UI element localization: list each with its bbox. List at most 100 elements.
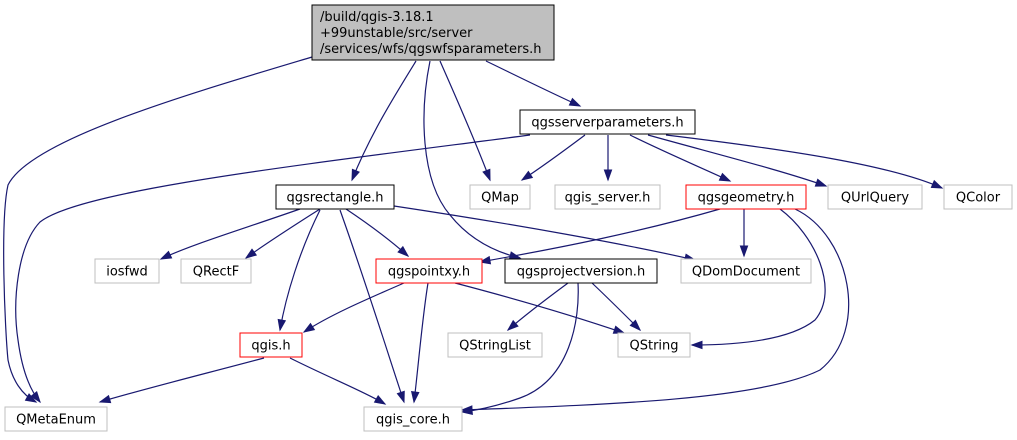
node-label: qgsrectangle.h [286,191,383,206]
edge-root-to-qmetaenum [3,56,313,403]
node-qmetaenum[interactable]: QMetaEnum [4,406,108,432]
node-label: qgsgeometry.h [698,191,795,206]
node-label: qgis.h [251,339,290,354]
nodes-layer: /build/qgis-3.18.1+99unstable/src/server… [4,4,1013,432]
edge-root-to-qgsserverparameters [485,60,581,107]
edge-qgsgeometry-to-qstring [691,208,826,346]
node-box [943,184,1013,210]
edge-root-to-qgsrectangle [351,60,417,181]
node-qgsserverparameters[interactable]: qgsserverparameters.h [519,109,696,135]
node-label: QColor [956,191,1001,206]
node-box [94,258,160,284]
node-box [239,332,303,358]
edge-qgspointxy-to-qgis_core-arrowhead [410,391,420,404]
edge-qgsgeometry-to-qstring-arrowhead [690,340,703,350]
edge-root-to-qgsserverparameters-arrowhead [568,97,582,107]
edge-qgsserverparameters-to-qmetaenum [15,134,531,403]
node-label: QMap [481,191,519,206]
edge-qgsrectangle-to-qdomdocument [393,205,696,261]
node-label: qgspointxy.h [388,265,470,280]
node-label: iosfwd [106,265,148,280]
node-qdomdocument[interactable]: QDomDocument [680,258,812,284]
node-box [363,406,463,432]
edge-qgsrectangle-to-qrectf-arrowhead [244,248,258,259]
edge-qgsrectangle-to-qgis [279,209,321,331]
edge-qgspointxy-to-qgis-arrowhead [302,322,316,333]
node-label: qgis_core.h [376,413,450,428]
edge-qgsprojectversion-to-qgis_core [461,282,579,413]
node-label: qgsserverparameters.h [531,116,683,131]
node-label: qgis_server.h [565,191,651,206]
edge-qgsserverparameters-to-qurlquery-arrowhead [814,178,828,187]
edge-qgsrectangle-to-iosfwd-arrowhead [159,250,173,260]
node-qstringlist[interactable]: QStringList [447,332,543,358]
edge-qgsserverparameters-to-qcolor [665,134,943,189]
node-box [554,184,661,210]
node-box [504,258,658,284]
edge-qgsserverparameters-to-qurlquery [647,134,827,187]
node-qgsgeometry[interactable]: qgsgeometry.h [685,184,807,210]
node-box [180,258,252,284]
node-root[interactable]: /build/qgis-3.18.1+99unstable/src/server… [311,4,555,61]
node-qgis[interactable]: qgis.h [239,332,303,358]
edge-qgspointxy-to-qstring-arrowhead [612,325,626,334]
edge-qgsserverparameters-to-qgsgeometry [629,134,731,182]
edge-qgsgeometry-to-qgspointxy [479,208,721,263]
node-qrectf[interactable]: QRectF [180,258,252,284]
edge-qgspointxy-to-qgis [303,282,405,333]
node-label: QMetaEnum [16,413,96,428]
node-box [311,4,555,61]
edge-qgsserverparameters-to-qcolor-arrowhead [930,179,944,189]
edges-layer [3,56,944,416]
edge-qgsprojectversion-to-qstring-arrowhead [629,319,642,332]
edge-qgis-to-qmetaenum [99,357,265,403]
node-box [4,406,108,432]
node-label: qgsprojectversion.h [517,265,645,280]
node-qgis_server[interactable]: qgis_server.h [554,184,661,210]
edge-qgspointxy-to-qstring [454,282,625,334]
node-label: QDomDocument [692,265,800,280]
edge-root-to-qmetaenum-arrowhead [24,393,38,403]
node-box [375,258,483,284]
node-box [617,332,691,358]
edge-qgsgeometry-to-qgis_core [461,208,850,411]
edge-root-to-qgsprojectversion [423,60,521,259]
node-qgsprojectversion[interactable]: qgsprojectversion.h [504,258,658,284]
node-box [519,109,696,135]
node-box [680,258,812,284]
edge-root-to-qgsrectangle-arrowhead [351,168,360,182]
node-label: /build/qgis-3.18.1 [320,10,434,25]
edge-qgsserverparameters-to-qmap [521,134,586,181]
node-box [275,184,395,210]
edge-root-to-qmap [439,60,491,181]
node-qgspointxy[interactable]: qgspointxy.h [375,258,483,284]
edge-qgsrectangle-to-qgis_core [339,209,405,403]
edge-qgsrectangle-to-qgspointxy [345,208,409,257]
edge-qgsprojectversion-to-qstringlist-arrowhead [506,319,519,331]
node-box [447,332,543,358]
node-box [685,184,807,210]
edge-qgsserverparameters-to-qmap-arrowhead [520,170,534,181]
node-qgsrectangle[interactable]: qgsrectangle.h [275,184,395,210]
edge-qgis-to-qmetaenum-arrowhead [98,394,112,404]
edge-qgsrectangle-to-qgspointxy-arrowhead [397,245,410,257]
edge-qgis-to-qgis_core-arrowhead [373,394,387,405]
node-label: +99unstable/src/server [320,26,473,41]
edge-qgsrectangle-to-iosfwd [160,208,301,260]
edge-root-to-qmap-arrowhead [482,168,491,182]
node-qgis_core[interactable]: qgis_core.h [363,406,463,432]
edge-qgis-to-qgis_core [289,357,386,405]
node-box [469,184,531,210]
node-iosfwd[interactable]: iosfwd [94,258,160,284]
edge-qgsgeometry-to-qdomdocument-arrowhead [739,245,749,258]
edge-qgspointxy-to-qgis_core [413,282,429,403]
node-label: QUrlQuery [841,191,910,206]
edge-qgsserverparameters-to-qmetaenum-arrowhead [30,391,41,404]
edge-qgsserverparameters-to-qgsgeometry-arrowhead [718,172,732,182]
node-label: QRectF [193,265,239,280]
node-qstring[interactable]: QString [617,332,691,358]
node-qcolor[interactable]: QColor [943,184,1013,210]
node-qurlquery[interactable]: QUrlQuery [827,184,923,210]
node-qmap[interactable]: QMap [469,184,531,210]
